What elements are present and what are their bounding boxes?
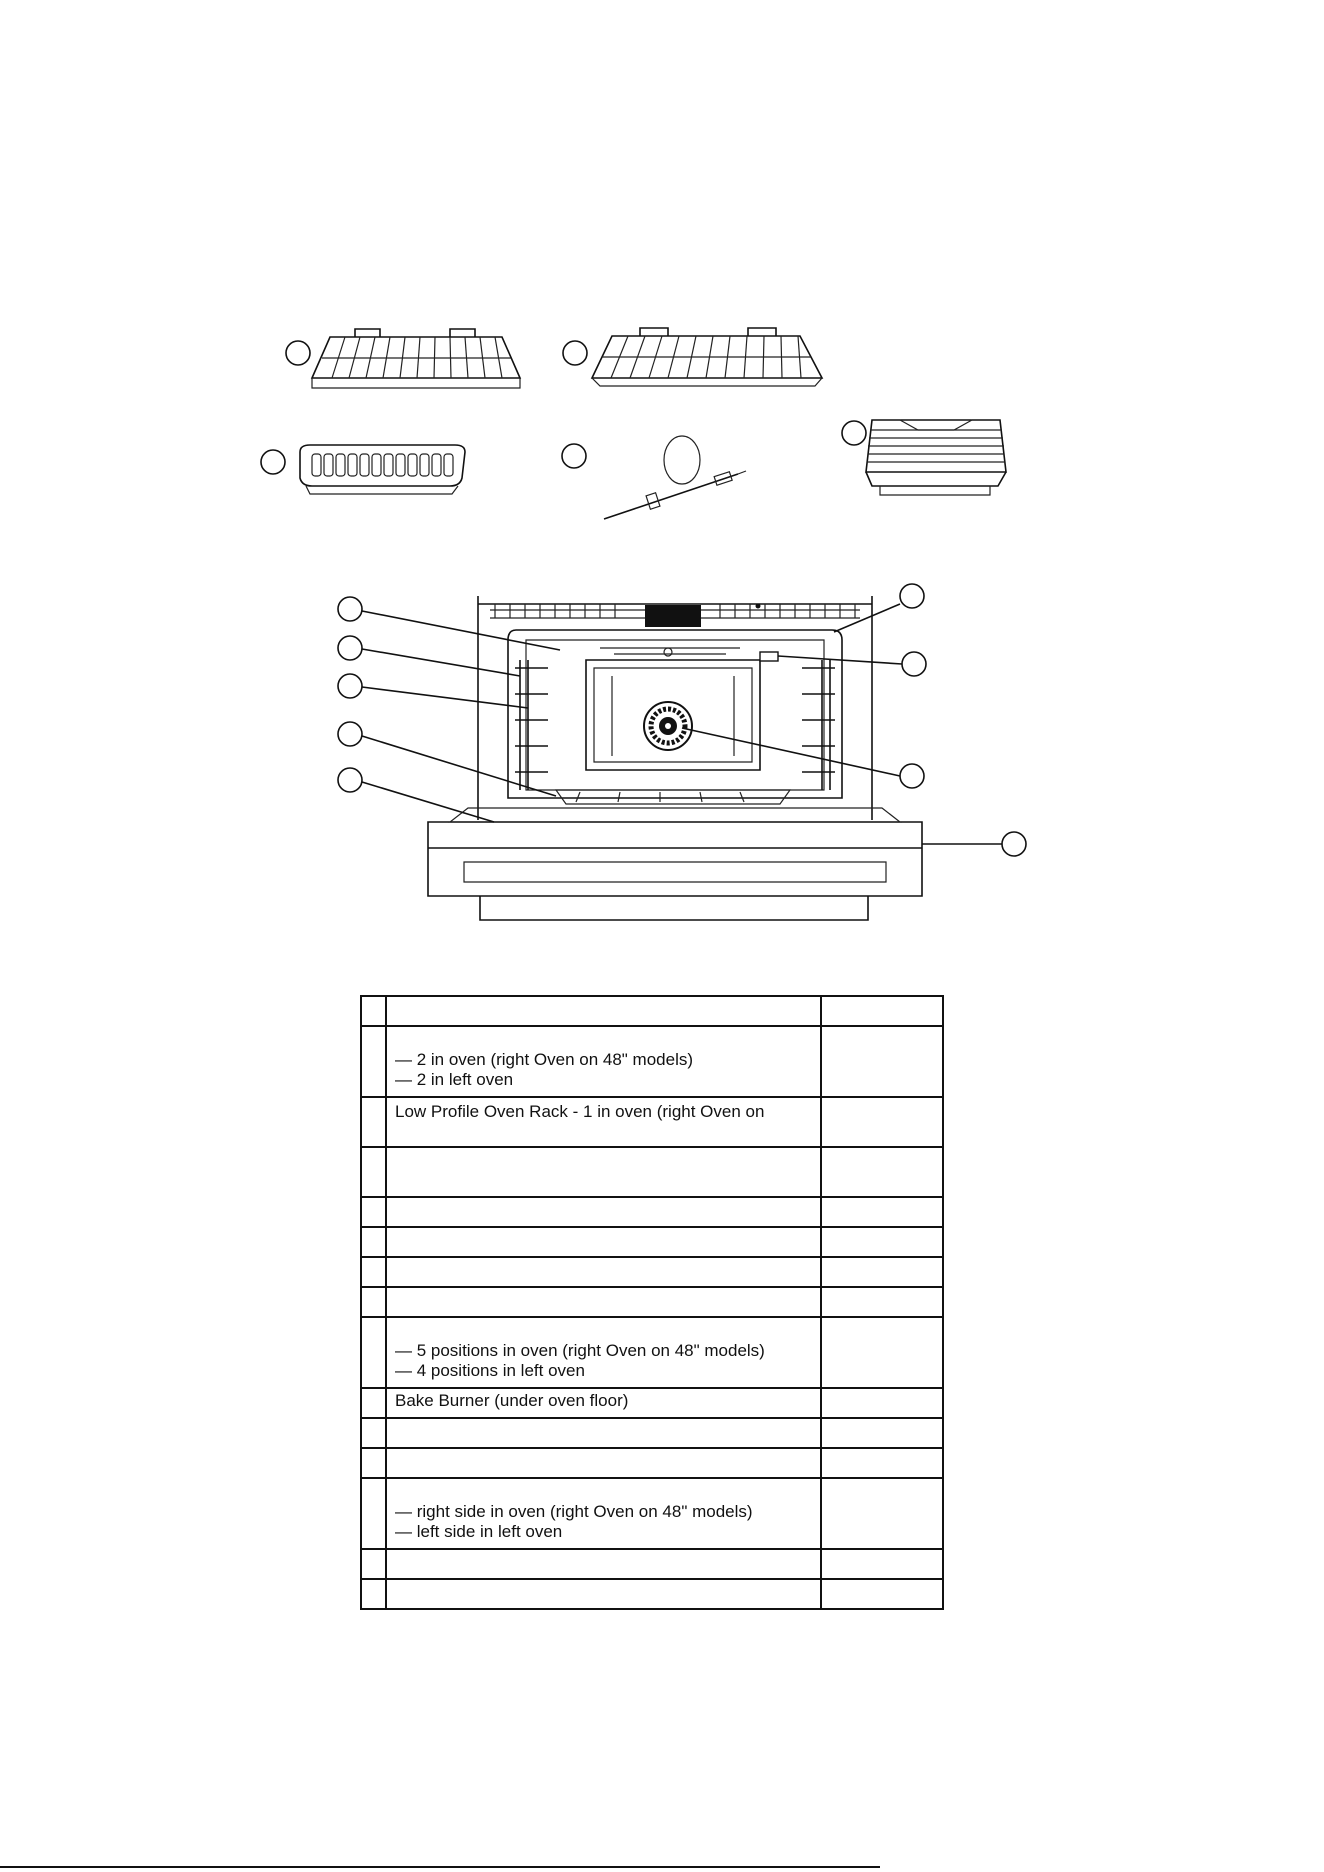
- description-cell: — 5 positions in oven (right Oven on 48"…: [385, 1316, 822, 1389]
- description-cell: [385, 1256, 822, 1288]
- quantity-cell: [820, 1256, 944, 1288]
- description-cell: Low Profile Oven Rack - 1 in oven (right…: [385, 1096, 822, 1148]
- oven-cavity: [507, 629, 843, 805]
- table-row: — 2 in oven (right Oven on 48" models) —…: [360, 1025, 944, 1098]
- description-cell: [385, 1417, 822, 1449]
- table-row: [360, 1226, 944, 1258]
- quantity-cell: [820, 1548, 944, 1580]
- vent-bracket: [645, 605, 701, 627]
- callout-accessory-4: [561, 443, 587, 469]
- item-number-cell: [360, 1387, 387, 1419]
- callout-accessory-3: [260, 449, 286, 475]
- quantity-cell: [820, 1025, 944, 1098]
- table-row: [360, 1146, 944, 1198]
- item-number-cell: [360, 1578, 387, 1610]
- item-number-cell: [360, 1256, 387, 1288]
- item-number-cell: [360, 1286, 387, 1318]
- callout-cavity-9: [1001, 831, 1027, 857]
- description-cell: [385, 1226, 822, 1258]
- description-cell: [385, 995, 822, 1027]
- description-cell: — 2 in oven (right Oven on 48" models) —…: [385, 1025, 822, 1098]
- description-cell: Bake Burner (under oven floor): [385, 1387, 822, 1419]
- quantity-cell: [820, 995, 944, 1027]
- item-number-cell: [360, 1477, 387, 1550]
- quantity-cell: [820, 1196, 944, 1228]
- table-row: [360, 1578, 944, 1610]
- callout-cavity-5: [337, 767, 363, 793]
- quantity-cell: [820, 1447, 944, 1479]
- quantity-cell: [820, 1578, 944, 1610]
- table-row: Low Profile Oven Rack - 1 in oven (right…: [360, 1096, 944, 1148]
- description-cell: — right side in oven (right Oven on 48" …: [385, 1477, 822, 1550]
- quantity-cell: [820, 1417, 944, 1449]
- item-number-cell: [360, 1025, 387, 1098]
- callout-accessory-1: [285, 340, 311, 366]
- callout-cavity-8: [899, 763, 925, 789]
- rack-guides-left: [515, 660, 548, 790]
- description-cell: [385, 1196, 822, 1228]
- oven-frame: [477, 596, 873, 820]
- oven-door: [427, 807, 923, 921]
- table-row: [360, 1548, 944, 1580]
- footer-rule: [0, 1866, 880, 1868]
- callout-cavity-3: [337, 673, 363, 699]
- table-row: — 5 positions in oven (right Oven on 48"…: [360, 1316, 944, 1389]
- callout-cavity-1: [337, 596, 363, 622]
- quantity-cell: [820, 1387, 944, 1419]
- cavity-callouts: [337, 583, 1027, 857]
- item-number-cell: [360, 1196, 387, 1228]
- item-number-cell: [360, 1447, 387, 1479]
- item-number-cell: [360, 1146, 387, 1198]
- item-number-cell: [360, 1316, 387, 1389]
- callout-cavity-7: [901, 651, 927, 677]
- oven-cavity-illustration: [337, 583, 1027, 921]
- convection-fan: [643, 701, 693, 751]
- accessories-illustration: [260, 327, 1007, 520]
- description-cell: [385, 1447, 822, 1479]
- callout-cavity-4: [337, 721, 363, 747]
- table-row: [360, 1196, 944, 1228]
- description-cell: [385, 1578, 822, 1610]
- description-cell: [385, 1146, 822, 1198]
- low-profile-oven-rack-illustration: [590, 327, 824, 387]
- oven-rack-illustration: [310, 328, 522, 389]
- description-cell: [385, 1548, 822, 1580]
- table-row: [360, 1256, 944, 1288]
- table-row: [360, 995, 944, 1027]
- table-row: — right side in oven (right Oven on 48" …: [360, 1477, 944, 1550]
- item-number-cell: [360, 1548, 387, 1580]
- table-row: [360, 1417, 944, 1449]
- description-cell: [385, 1286, 822, 1318]
- quantity-cell: [820, 1096, 944, 1148]
- item-number-cell: [360, 1096, 387, 1148]
- rack-guides-right: [802, 660, 835, 790]
- callout-accessory-5: [841, 420, 867, 446]
- item-number-cell: [360, 995, 387, 1027]
- callout-cavity-2: [337, 635, 363, 661]
- table-row: [360, 1286, 944, 1318]
- quantity-cell: [820, 1146, 944, 1198]
- item-number-cell: [360, 1226, 387, 1258]
- parts-table: — 2 in oven (right Oven on 48" models) —…: [360, 995, 944, 1610]
- callout-cavity-6: [899, 583, 925, 609]
- quantity-cell: [820, 1477, 944, 1550]
- table-row: Bake Burner (under oven floor): [360, 1387, 944, 1419]
- roasting-rack-illustration: [865, 419, 1007, 496]
- oven-light: [759, 651, 779, 662]
- item-number-cell: [360, 1417, 387, 1449]
- broil-pan-illustration: [299, 444, 466, 495]
- temperature-probe-illustration: [603, 435, 747, 520]
- quantity-cell: [820, 1286, 944, 1318]
- quantity-cell: [820, 1316, 944, 1389]
- table-row: [360, 1447, 944, 1479]
- callout-accessory-2: [562, 340, 588, 366]
- quantity-cell: [820, 1226, 944, 1258]
